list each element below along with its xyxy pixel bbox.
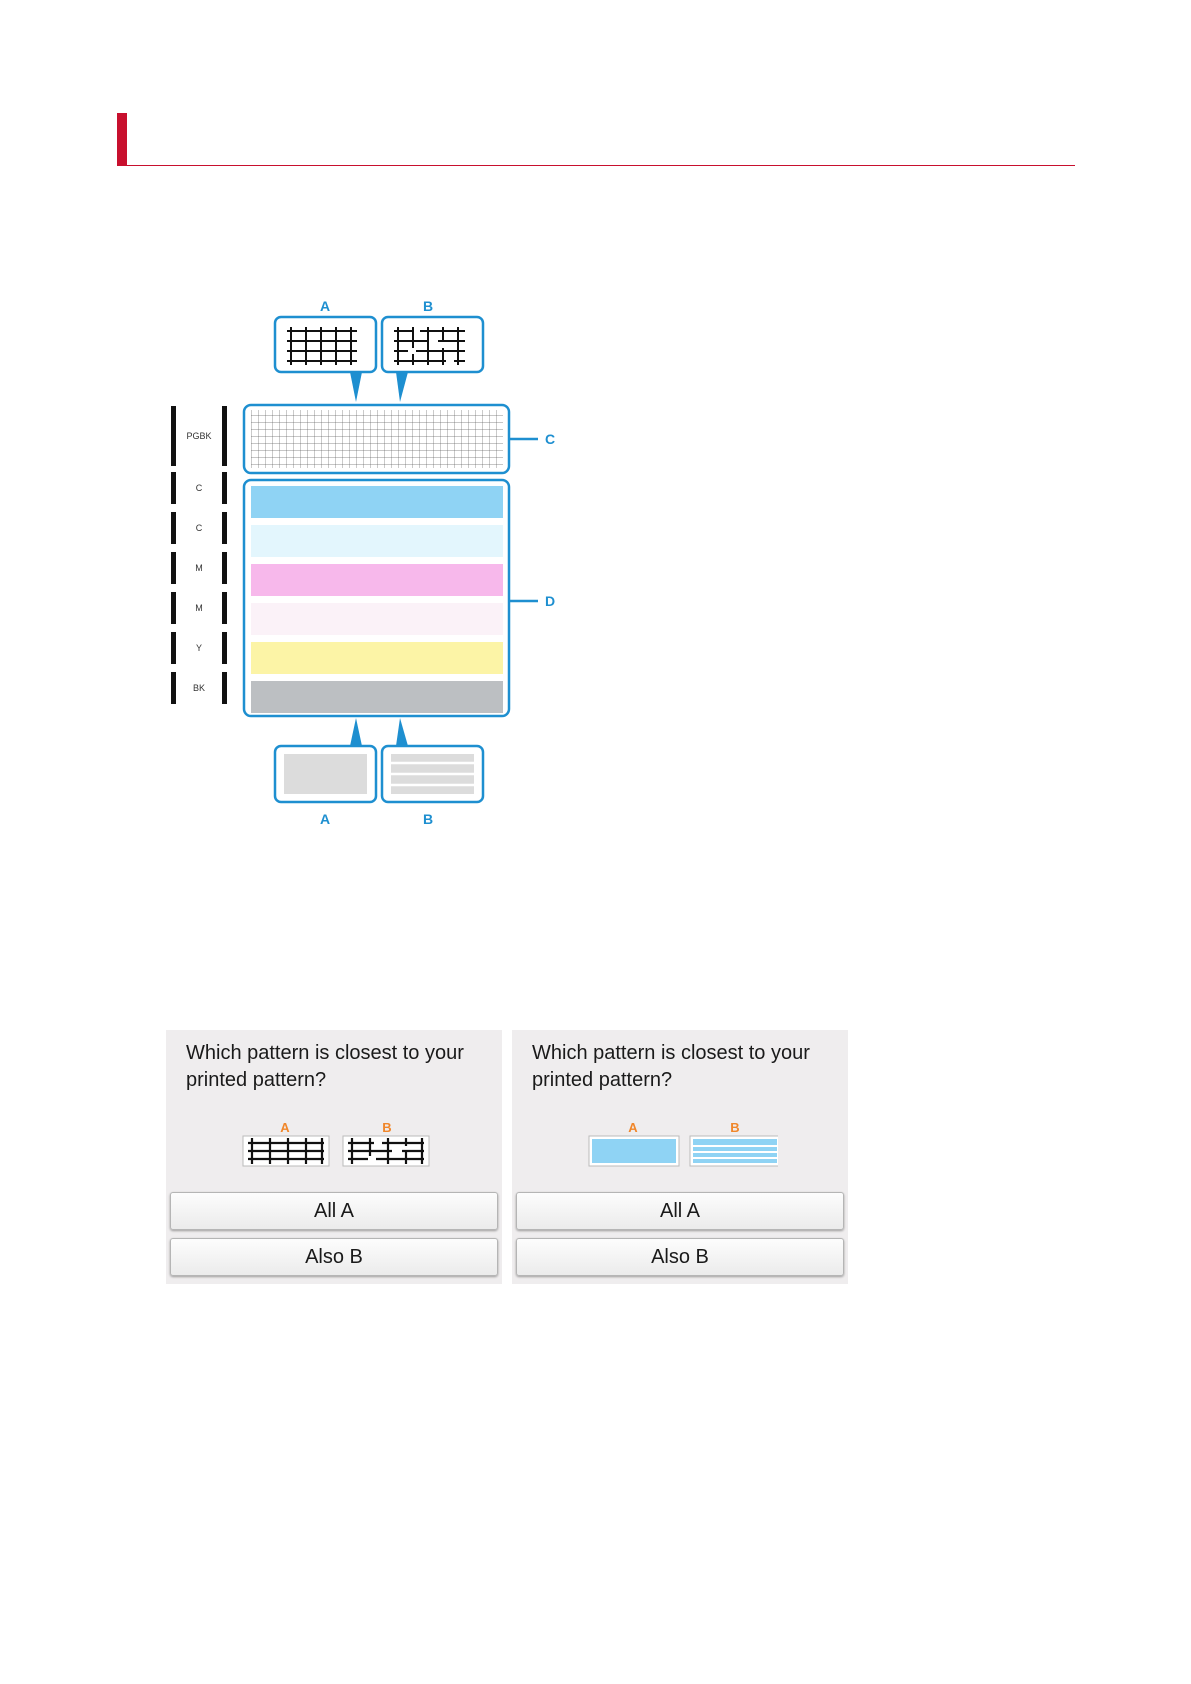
section-header-rule bbox=[117, 165, 1075, 166]
row-label-m2: M bbox=[195, 603, 203, 613]
option-b-label: B bbox=[730, 1120, 739, 1135]
nozzle-check-figure: A B bbox=[160, 296, 560, 836]
band-photo-magenta bbox=[251, 603, 503, 635]
band-photo-cyan bbox=[251, 525, 503, 557]
also-b-button[interactable]: Also B bbox=[516, 1238, 844, 1276]
screen-prompt: Which pattern is closest to your printed… bbox=[532, 1040, 842, 1094]
section-header-bar bbox=[117, 113, 127, 165]
also-b-button[interactable]: Also B bbox=[170, 1238, 498, 1276]
pattern-choice-samples: A B bbox=[242, 1118, 432, 1168]
nozzle-bars-right bbox=[222, 406, 227, 704]
band-yellow bbox=[251, 642, 503, 674]
bottom-callout-a-label: A bbox=[320, 811, 330, 827]
region-label-c: C bbox=[545, 431, 555, 447]
option-b-label: B bbox=[382, 1120, 391, 1135]
nozzle-bars-left bbox=[171, 406, 176, 704]
pgbk-grid-region bbox=[244, 405, 538, 473]
top-callout-b-label: B bbox=[423, 298, 433, 314]
all-a-button[interactable]: All A bbox=[516, 1192, 844, 1230]
color-bands-region bbox=[244, 480, 538, 716]
band-cyan bbox=[251, 486, 503, 518]
color-sample-a-icon bbox=[589, 1136, 679, 1166]
grid-sample-a-icon bbox=[243, 1136, 329, 1166]
top-callout-b bbox=[382, 317, 483, 402]
screen-prompt: Which pattern is closest to your printed… bbox=[186, 1040, 496, 1094]
row-label-c2: C bbox=[196, 523, 203, 533]
row-label-pgbk: PGBK bbox=[186, 431, 211, 441]
row-label-m1: M bbox=[195, 563, 203, 573]
bottom-callout-a bbox=[275, 718, 376, 802]
band-magenta bbox=[251, 564, 503, 596]
color-sample-b-icon bbox=[690, 1136, 778, 1166]
nozzle-check-diagram: A B bbox=[160, 296, 560, 836]
row-label-y: Y bbox=[196, 643, 202, 653]
band-black bbox=[251, 681, 503, 713]
grid-sample-b-icon bbox=[343, 1136, 429, 1166]
pattern-check-screen-color: Which pattern is closest to your printed… bbox=[512, 1030, 848, 1284]
option-a-label: A bbox=[628, 1120, 638, 1135]
row-label-bk: BK bbox=[193, 683, 205, 693]
top-callout-a-label: A bbox=[320, 298, 330, 314]
region-label-d: D bbox=[545, 593, 555, 609]
row-label-c1: C bbox=[196, 483, 203, 493]
option-a-label: A bbox=[280, 1120, 290, 1135]
pattern-choice-samples: A B bbox=[588, 1118, 778, 1168]
all-a-button[interactable]: All A bbox=[170, 1192, 498, 1230]
pattern-check-screen-black: Which pattern is closest to your printed… bbox=[166, 1030, 502, 1284]
bottom-callout-b-label: B bbox=[423, 811, 433, 827]
bottom-callout-b bbox=[382, 718, 483, 802]
top-callout-a bbox=[275, 317, 376, 402]
